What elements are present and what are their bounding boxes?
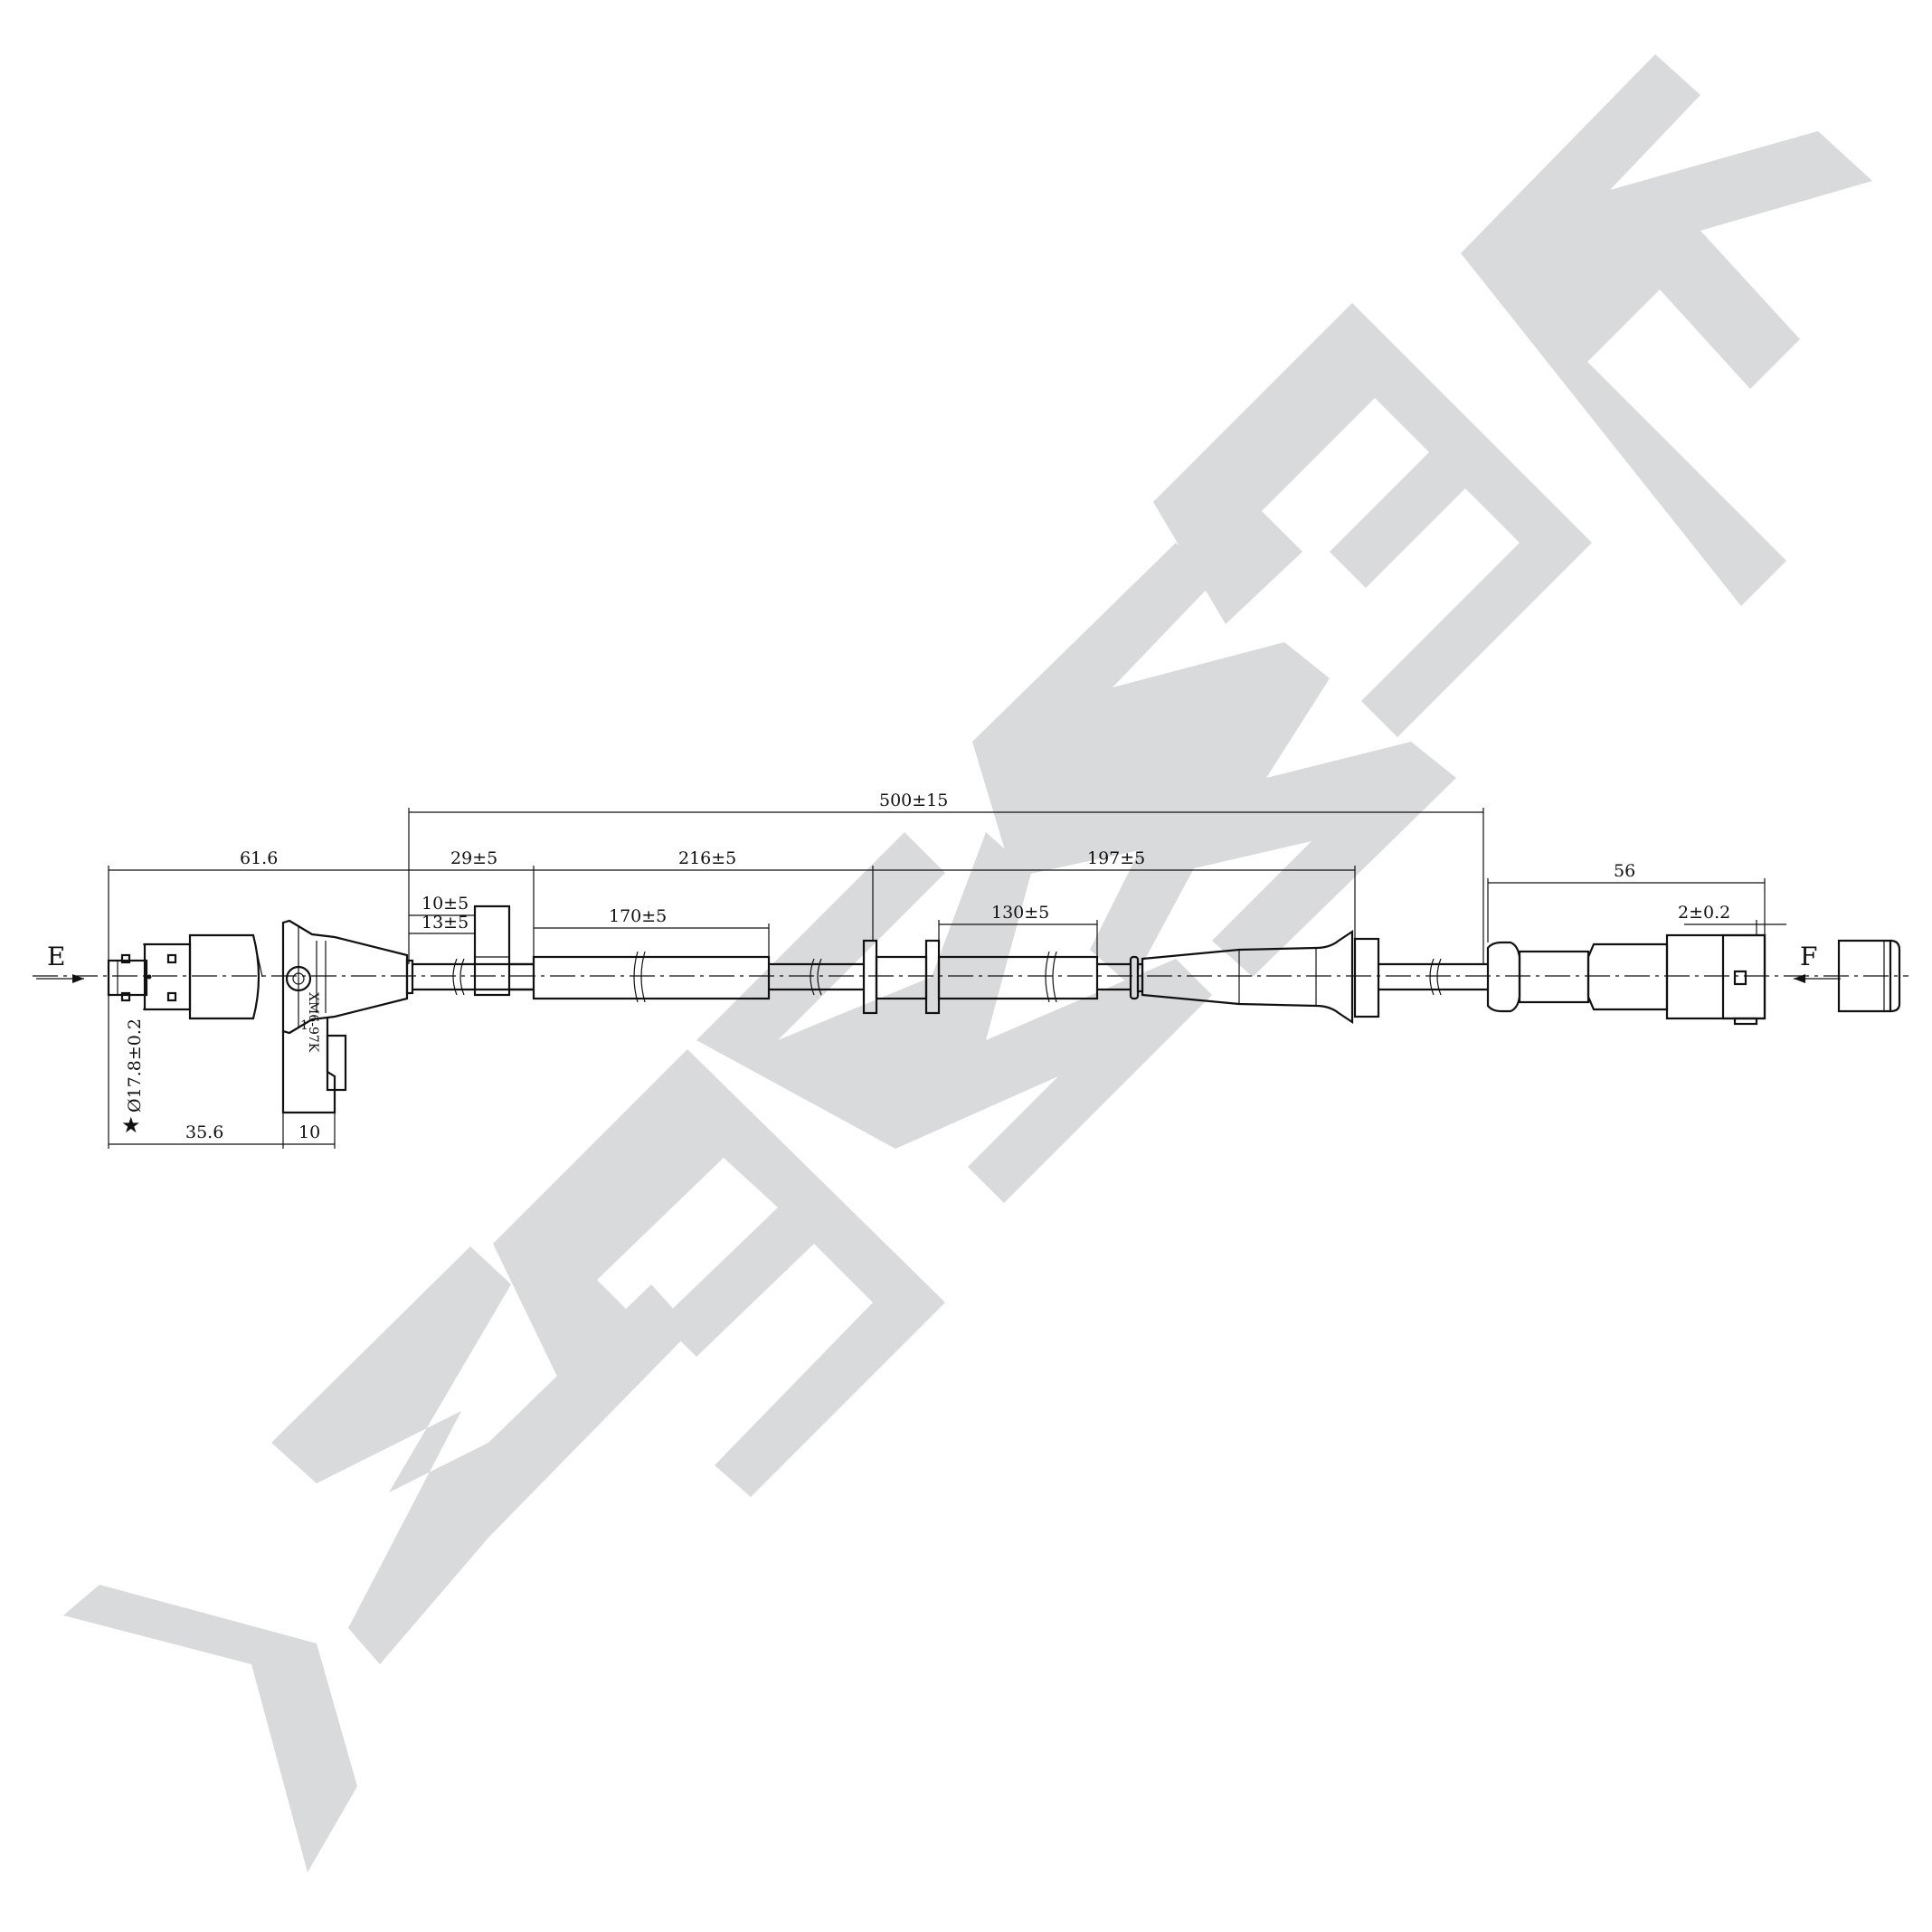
- dim-seg-13: 13±5: [421, 913, 469, 933]
- dim-seg-170: 170±5: [609, 906, 667, 926]
- dim-diameter: Ø17.8±0.2: [125, 1018, 145, 1113]
- dim-seg-29: 29±5: [450, 848, 497, 868]
- dim-seg-216: 216±5: [678, 848, 736, 868]
- view-label-e: E: [47, 942, 65, 971]
- dim-seg-130: 130±5: [991, 903, 1049, 923]
- dim-seg-197: 197±5: [1087, 848, 1145, 868]
- dim-base-35: 35.6: [185, 1122, 223, 1142]
- cable-assembly: [412, 904, 1488, 1025]
- watermark-letter-z: [271, 1246, 692, 1664]
- watermark-letter-e2: [1153, 303, 1592, 737]
- dim-connector-length: 56: [1614, 861, 1635, 881]
- watermark-letter-e: [493, 1049, 945, 1497]
- watermark-letter-w: [972, 543, 1456, 986]
- sensor-marking-code: XM6-97K: [306, 992, 320, 1053]
- watermark-letter-k: [1461, 54, 1872, 606]
- watermark-logo: [63, 54, 1872, 1872]
- dim-diameter-star: ★: [121, 1113, 141, 1138]
- dim-sensor-length: 61.6: [240, 848, 278, 868]
- dim-seg-10: 10±5: [421, 894, 469, 914]
- view-arrow-e: E: [36, 942, 84, 983]
- view-arrow-f: F: [1794, 942, 1841, 983]
- view-label-f: F: [1800, 942, 1817, 971]
- dim-base-10: 10: [298, 1122, 320, 1142]
- dimension-lines: 500±15 61.6 29±5 216±5 197±5 10±5 13±5 1…: [108, 791, 1786, 1149]
- dim-overall-cable: 500±15: [879, 791, 948, 810]
- sensor-marking-number: 1: [300, 1018, 308, 1033]
- sensor-head: XM6-97K 1: [107, 919, 414, 1114]
- watermark-chevron-shape: [63, 1585, 357, 1872]
- dim-connector-offset: 2±0.2: [1678, 903, 1730, 923]
- watermark-letter-n: [696, 832, 1212, 1203]
- connector: [1486, 933, 1901, 1026]
